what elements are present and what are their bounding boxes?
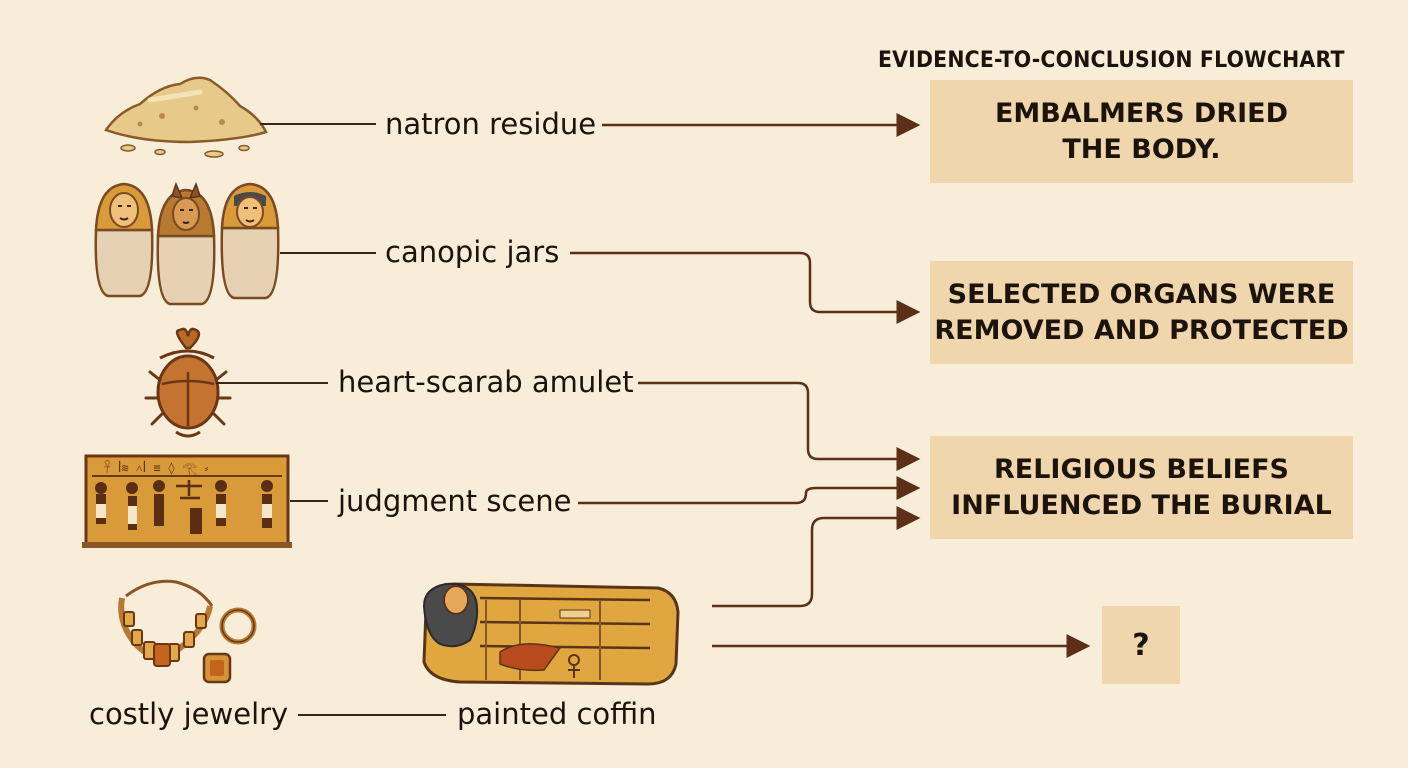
conclusion-text-organs: SELECTED ORGANS WERE REMOVED AND PROTECT… — [934, 279, 1349, 346]
svg-text:𓋹 ꟾ≋ ˄ꟾ ≡ ◊ 𓂀 ⸗: 𓋹 ꟾ≋ ˄ꟾ ≡ ◊ 𓂀 ⸗ — [104, 460, 209, 475]
conclusion-box-organs: SELECTED ORGANS WERE REMOVED AND PROTECT… — [930, 261, 1353, 364]
conclusion-box-religious: RELIGIOUS BELIEFS INFLUENCED THE BURIAL — [930, 436, 1353, 539]
evidence-label-canopic: canopic jars — [385, 235, 560, 269]
conclusion-text-dried: EMBALMERS DRIED THE BODY. — [994, 98, 1289, 165]
heart-scarab-icon — [144, 327, 232, 438]
conclusion-text-religious: RELIGIOUS BELIEFS INFLUENCED THE BURIAL — [951, 454, 1332, 521]
conclusion-box-dried: EMBALMERS DRIED THE BODY. — [930, 80, 1353, 183]
jewelry-icon — [118, 579, 257, 684]
evidence-label-coffin: painted coffin — [457, 697, 657, 731]
flowchart-title: EVIDENCE-TO-CONCLUSION FLOWCHART — [878, 48, 1345, 73]
arrow-judgment-to-religious — [578, 476, 921, 505]
conclusion-text-unknown: ? — [1132, 627, 1150, 663]
evidence-label-scarab: heart-scarab amulet — [338, 365, 634, 399]
evidence-connectors — [216, 123, 446, 716]
arrow-scarab-to-religious — [638, 381, 921, 471]
judgment-scene-icon: 𓋹 ꟾ≋ ˄ꟾ ≡ ◊ 𓂀 ⸗ — [82, 454, 292, 548]
evidence-label-natron: natron residue — [385, 107, 597, 141]
flow-arrows — [570, 113, 1091, 658]
evidence-label-judgment: judgment scene — [338, 484, 572, 518]
evidence-label-jewelry: costly jewelry — [89, 697, 289, 731]
conclusion-box-unknown: ? — [1102, 606, 1180, 684]
canopic-jars-icon — [94, 181, 280, 306]
painted-coffin-icon — [422, 582, 680, 686]
arrow-coffin-to-religious — [712, 506, 921, 608]
natron-pile-icon — [104, 76, 268, 158]
arrow-canopic-to-organs — [570, 251, 921, 324]
